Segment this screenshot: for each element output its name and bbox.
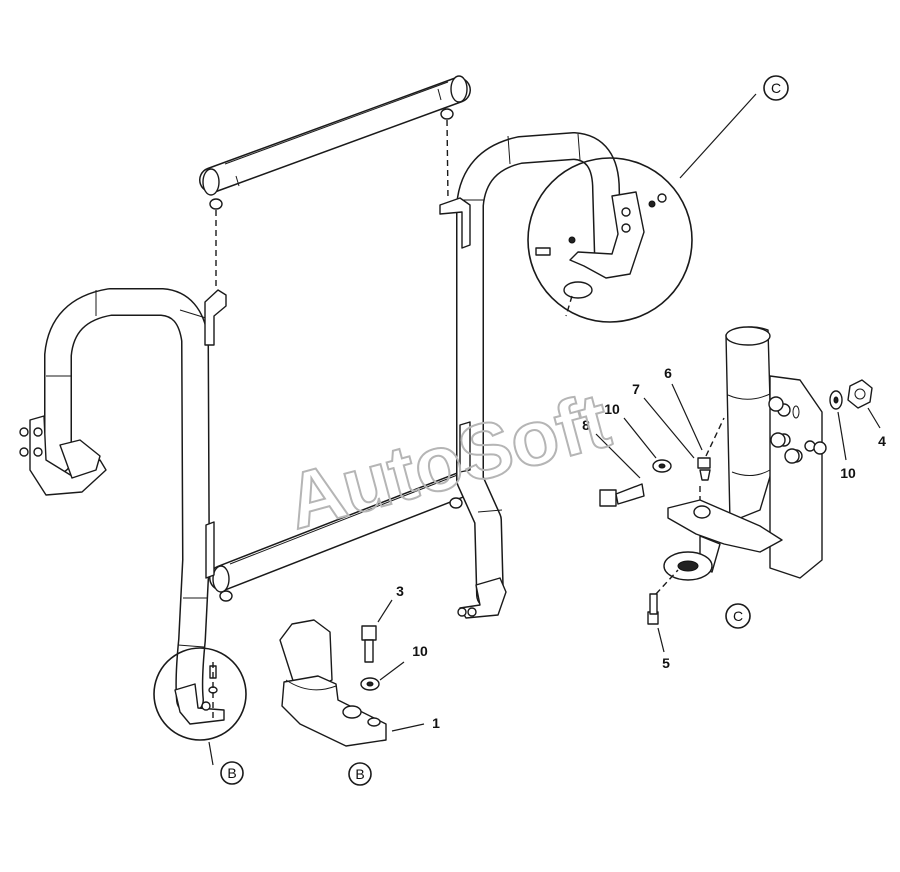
detail-b-enlarged: B	[279, 599, 425, 786]
callout-c-detail: C	[733, 608, 743, 624]
callout-b-circle: B	[227, 765, 236, 781]
detail-c-circle: C	[527, 75, 789, 323]
detail-b-circle: B	[153, 647, 247, 785]
detail-c-enlarged: C	[595, 326, 881, 653]
callout-c-circle: C	[771, 80, 781, 96]
left-handrail	[19, 288, 227, 714]
label-1: 1	[432, 715, 440, 731]
label-3: 3	[396, 583, 404, 599]
part-labels: 1 3 10 8 10 7 6 4 10 5	[396, 365, 886, 731]
label-8: 8	[582, 417, 590, 433]
label-10-detail-b: 10	[412, 643, 428, 659]
label-6: 6	[664, 365, 672, 381]
label-7: 7	[632, 381, 640, 397]
right-handrail	[439, 132, 622, 619]
top-cross-tube	[199, 75, 471, 290]
label-4: 4	[878, 433, 886, 449]
label-5: 5	[662, 655, 670, 671]
label-10-left: 10	[604, 401, 620, 417]
label-10-right: 10	[840, 465, 856, 481]
callout-b-detail: B	[355, 766, 364, 782]
watermark: AutoSoft	[278, 376, 619, 546]
